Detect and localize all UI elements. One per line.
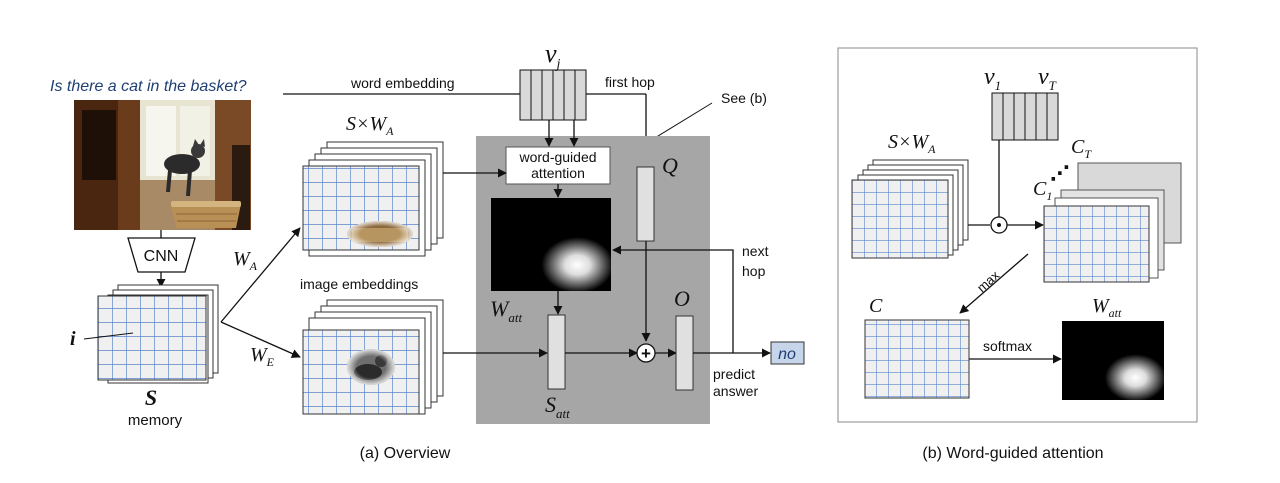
image-embeddings-label: image embeddings <box>300 276 418 292</box>
c-label: C <box>869 295 883 317</box>
dot-product-symbol <box>997 223 1001 227</box>
q-vector <box>636 166 655 242</box>
word-guided-attention-line2: attention <box>531 165 585 181</box>
see-b-label: See (b) <box>721 90 767 106</box>
wa-label: WA <box>233 248 258 273</box>
word-guided-attention-box <box>505 146 611 185</box>
attention-map-image <box>491 198 611 291</box>
word-guided-attention-line1: word-guided <box>518 149 596 165</box>
i-label: i <box>70 328 76 350</box>
image-embeddings-grid-stack <box>302 299 444 415</box>
we-label: WE <box>250 344 275 369</box>
o-label: O <box>674 286 690 311</box>
cnn-label: CNN <box>144 248 179 265</box>
ellipsis-symbol: ⋰ <box>1050 163 1070 185</box>
word-vector-stack <box>519 69 587 121</box>
satt-vector <box>547 314 566 390</box>
caption-a: (a) Overview <box>360 445 451 462</box>
answer-box <box>770 341 805 365</box>
panel-b-word-vectors <box>991 92 1059 141</box>
vt-label: vT <box>1038 64 1057 93</box>
panel-b-sxwa-grid-stack <box>851 159 969 259</box>
next-hop-line1: next <box>742 243 769 259</box>
s-label: S <box>145 385 157 410</box>
vj-symbol: vj <box>545 39 561 72</box>
panel-b-sxwa-label: S×WA <box>888 131 936 156</box>
answer-text: no <box>778 346 796 363</box>
sum-symbol: + <box>641 344 651 363</box>
softmax-label: softmax <box>983 338 1032 354</box>
watt-label: Watt <box>490 296 522 325</box>
sxwa-label: S×WA <box>346 113 394 138</box>
o-vector <box>675 315 694 391</box>
predict-answer-line2: answer <box>713 383 758 399</box>
c1-label: C1 <box>1033 178 1052 203</box>
first-hop-label: first hop <box>605 74 655 90</box>
memory-label: memory <box>128 412 183 429</box>
question-text: Is there a cat in the basket? <box>50 78 247 95</box>
wa-arrow <box>220 227 301 323</box>
satt-label: Satt <box>545 392 570 421</box>
we-arrow <box>220 321 301 358</box>
q-label: Q <box>662 153 678 178</box>
word-embedding-label: word embedding <box>350 75 455 91</box>
sxwa-grid-stack <box>302 141 444 257</box>
memory-grid-stack <box>97 284 219 384</box>
v1-label: v1 <box>984 64 1001 93</box>
max-arrow <box>959 253 1029 314</box>
panel-b-attention-map <box>1062 321 1164 400</box>
ct-label: CT <box>1071 136 1092 161</box>
c-grid <box>864 319 970 399</box>
i-pointer <box>83 332 134 340</box>
caption-b: (b) Word-guided attention <box>922 445 1103 462</box>
next-hop-loop <box>612 245 734 353</box>
predict-answer-line1: predict <box>713 366 755 382</box>
panel-b-watt-label: Watt <box>1092 295 1122 320</box>
c1-grid <box>1043 205 1150 283</box>
cnn-block <box>127 237 196 273</box>
next-hop-line2: hop <box>742 263 766 279</box>
input-photo <box>74 100 251 230</box>
